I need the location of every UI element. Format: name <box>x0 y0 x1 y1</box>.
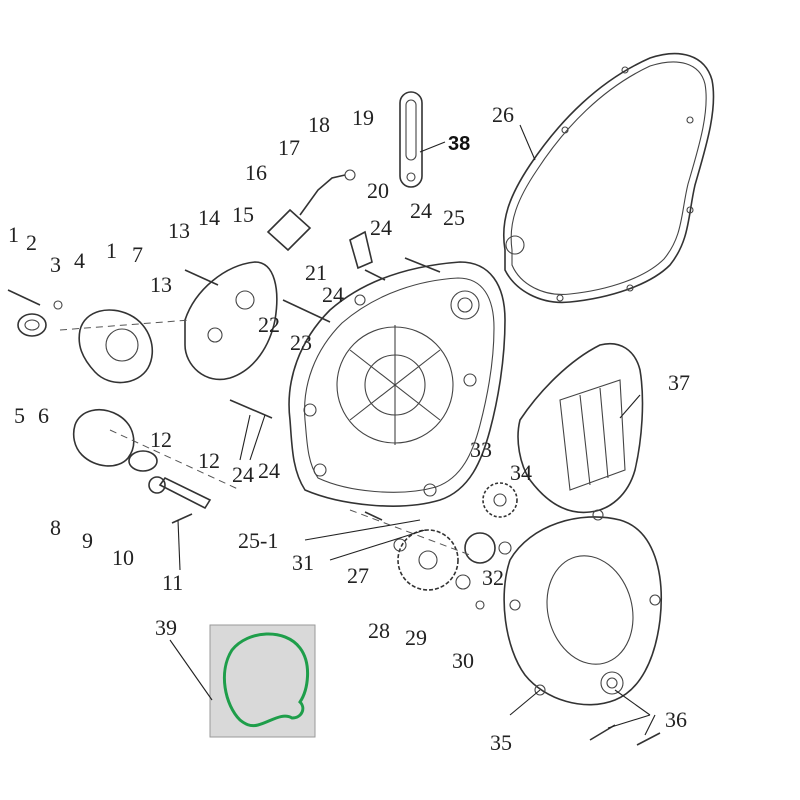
label-24e: 24 <box>258 458 280 483</box>
stator-cover-35 <box>503 509 663 706</box>
leader-lines <box>169 124 656 736</box>
label-25: 25 <box>443 205 465 230</box>
label-4: 4 <box>74 248 85 273</box>
label-17: 17 <box>278 135 300 160</box>
label-28: 28 <box>368 618 390 643</box>
label-16: 16 <box>245 160 267 185</box>
bracket-38 <box>399 91 423 188</box>
label-13b: 13 <box>150 272 172 297</box>
label-10: 10 <box>112 545 134 570</box>
label-7: 7 <box>132 242 143 267</box>
label-15: 15 <box>232 202 254 227</box>
label-27: 27 <box>347 563 369 588</box>
gasket-photo-39 <box>209 624 316 738</box>
label-24a: 24 <box>410 198 432 223</box>
label-33: 33 <box>470 437 492 462</box>
label-23: 23 <box>290 330 312 355</box>
thermostat-parts <box>266 169 373 270</box>
label-5: 5 <box>14 403 25 428</box>
label-38: 38 <box>448 133 470 155</box>
label-26: 26 <box>492 102 514 127</box>
label-12b: 12 <box>198 448 220 473</box>
bolts-group <box>7 257 661 746</box>
label-19: 19 <box>352 105 374 130</box>
label-22: 22 <box>258 312 280 337</box>
label-24c: 24 <box>322 282 344 307</box>
side-cover-37 <box>517 343 644 514</box>
crankcase-cover-25 <box>288 261 506 507</box>
label-6: 6 <box>38 403 49 428</box>
water-pump-assembly <box>17 261 278 524</box>
label-25-1: 25-1 <box>238 528 278 553</box>
label-30: 30 <box>452 648 474 673</box>
gasket-26 <box>502 52 715 304</box>
label-2: 2 <box>26 230 37 255</box>
label-34: 34 <box>510 460 532 485</box>
label-32: 32 <box>482 565 504 590</box>
label-9: 9 <box>82 528 93 553</box>
label-18: 18 <box>308 112 330 137</box>
label-37: 37 <box>668 370 690 395</box>
label-20: 20 <box>367 178 389 203</box>
label-14: 14 <box>198 205 220 230</box>
label-8: 8 <box>50 515 61 540</box>
label-35: 35 <box>490 730 512 755</box>
part-labels: 1 2 3 4 1 7 5 6 13 14 15 13 16 17 18 19 … <box>8 102 690 755</box>
label-36: 36 <box>665 707 687 732</box>
label-21: 21 <box>305 260 327 285</box>
label-11: 11 <box>162 570 183 595</box>
label-1b: 1 <box>106 238 117 263</box>
gears-group <box>349 482 518 610</box>
label-39: 39 <box>155 615 177 640</box>
label-13a: 13 <box>168 218 190 243</box>
label-12a: 12 <box>150 427 172 452</box>
label-24d: 24 <box>232 462 254 487</box>
label-1a: 1 <box>8 222 19 247</box>
label-3: 3 <box>50 252 61 277</box>
label-29: 29 <box>405 625 427 650</box>
label-31: 31 <box>292 550 314 575</box>
label-24b: 24 <box>370 215 392 240</box>
